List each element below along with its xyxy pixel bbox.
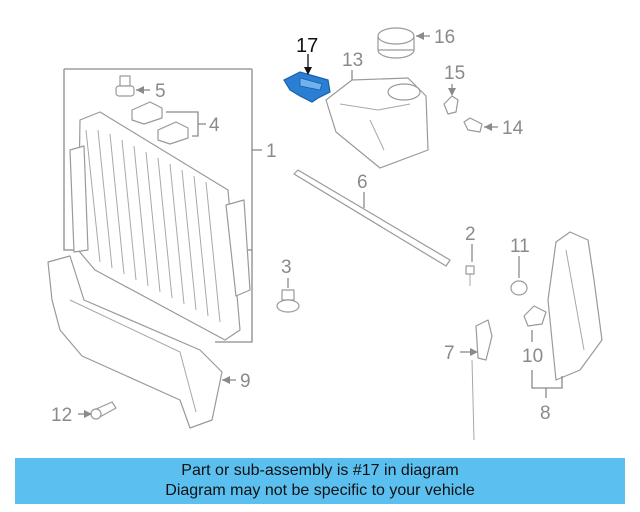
duct-part-8: 8 xyxy=(531,231,603,424)
callout-8: 8 xyxy=(540,403,551,424)
callout-16: 16 xyxy=(434,27,455,48)
plug-part-14: 14 xyxy=(463,117,524,139)
info-banner: Part or sub-assembly is #17 in diagram D… xyxy=(15,458,625,504)
radiator-part: 1 xyxy=(63,68,277,343)
callout-15: 15 xyxy=(444,63,465,84)
callout-3: 3 xyxy=(281,257,292,278)
callout-12: 12 xyxy=(51,405,72,426)
cap-part-16: 16 xyxy=(377,27,455,59)
screw-part-2: 2 xyxy=(465,224,476,286)
callout-13: 13 xyxy=(342,50,363,71)
callout-11: 11 xyxy=(510,236,530,257)
bracket-part-17: 17 xyxy=(283,35,331,103)
bracket-part-7: 7 xyxy=(444,319,493,441)
callout-10: 10 xyxy=(522,346,543,367)
clips-part-4: 4 xyxy=(131,101,220,145)
callout-4: 4 xyxy=(209,115,220,136)
expansion-tank-part-13: 13 xyxy=(325,50,429,169)
banner-line-1: Part or sub-assembly is #17 in diagram xyxy=(181,462,459,479)
parts-diagram: 1 5 4 17 13 16 xyxy=(47,27,603,441)
seal-part-6: 6 xyxy=(293,169,451,267)
banner-line-2: Diagram may not be specific to your vehi… xyxy=(165,482,475,499)
callout-9: 9 xyxy=(240,371,251,392)
callout-6: 6 xyxy=(357,172,368,193)
sensor-part-15: 15 xyxy=(443,63,465,115)
callout-2: 2 xyxy=(465,224,476,245)
callout-7: 7 xyxy=(444,343,455,364)
callout-5: 5 xyxy=(155,81,166,102)
callout-17: 17 xyxy=(296,35,318,57)
screw-part-12: 12 xyxy=(51,401,117,426)
callout-1: 1 xyxy=(266,141,277,162)
grommet-part-11: 11 xyxy=(510,236,530,296)
callout-14: 14 xyxy=(502,118,524,139)
support-frame-part-9: 9 xyxy=(47,255,251,429)
bolt-part-5: 5 xyxy=(115,75,166,102)
clip-part-10: 10 xyxy=(522,305,547,367)
mount-part-3: 3 xyxy=(276,257,300,313)
